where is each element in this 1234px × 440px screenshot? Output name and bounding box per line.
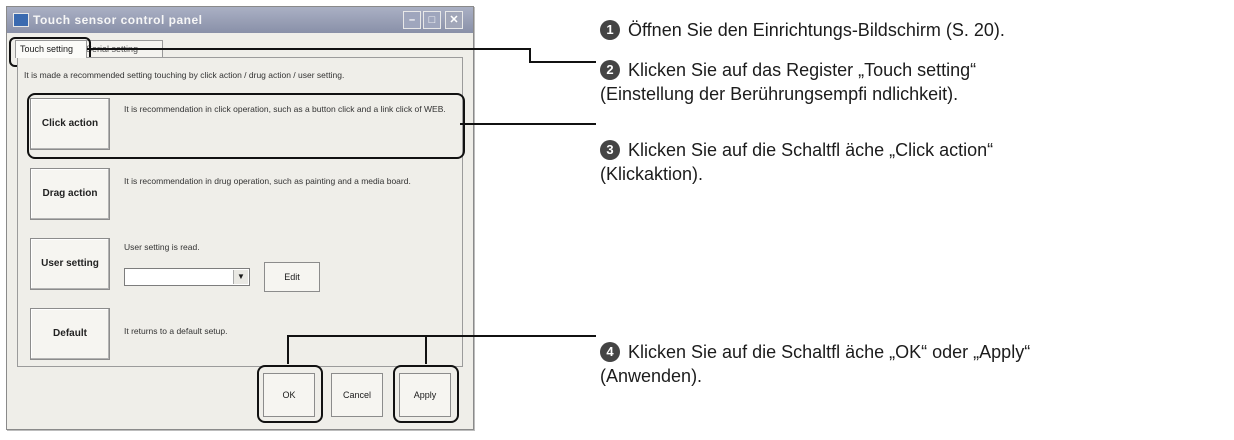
click-action-highlight-frame bbox=[27, 93, 465, 159]
drag-action-text: It is recommendation in drug operation, … bbox=[124, 176, 411, 186]
drag-action-button[interactable]: Drag action bbox=[30, 168, 110, 220]
step-text: Klicken Sie auf die Schaltfl äche „OK“ o… bbox=[628, 342, 1031, 362]
step-number: 3 bbox=[600, 140, 620, 160]
touch-sensor-window: Touch sensor control panel – □ ✕ Touch s… bbox=[6, 6, 474, 430]
step-subtext: (Anwenden). bbox=[600, 366, 703, 386]
ok-highlight-frame bbox=[257, 365, 323, 423]
apply-button[interactable]: Apply bbox=[399, 373, 451, 417]
default-text: It returns to a default setup. bbox=[124, 326, 228, 336]
user-setting-text: User setting is read. bbox=[124, 242, 200, 252]
step-text: Öffnen Sie den Einrichtungs-Bildschirm (… bbox=[628, 20, 1005, 40]
step-text: Klicken Sie auf das Register „Touch sett… bbox=[628, 60, 977, 80]
user-setting-button[interactable]: User setting bbox=[30, 238, 110, 290]
app-icon bbox=[13, 13, 29, 27]
step-number: 2 bbox=[600, 60, 620, 80]
maximize-icon[interactable]: □ bbox=[423, 11, 441, 29]
step-number: 4 bbox=[600, 342, 620, 362]
chevron-down-icon[interactable]: ▼ bbox=[233, 270, 248, 284]
ok-button[interactable]: OK bbox=[263, 373, 315, 417]
window-titlebar: Touch sensor control panel – □ ✕ bbox=[7, 7, 473, 33]
click-action-text: It is recommendation in click operation,… bbox=[124, 104, 446, 114]
step-subtext: (Einstellung der Berührungsempfi ndlichk… bbox=[600, 84, 959, 104]
apply-highlight-frame bbox=[393, 365, 459, 423]
step-number: 1 bbox=[600, 20, 620, 40]
edit-button[interactable]: Edit bbox=[264, 262, 320, 292]
user-setting-select[interactable]: ▼ bbox=[124, 268, 250, 286]
window-title: Touch sensor control panel bbox=[33, 13, 203, 27]
minimize-icon[interactable]: – bbox=[403, 11, 421, 29]
default-button[interactable]: Default bbox=[30, 308, 110, 360]
step-subtext: (Klickaktion). bbox=[600, 164, 704, 184]
tab-serial-setting[interactable]: Serial setting bbox=[81, 40, 163, 58]
cancel-button[interactable]: Cancel bbox=[331, 373, 383, 417]
close-icon[interactable]: ✕ bbox=[445, 11, 463, 29]
click-action-button[interactable]: Click action bbox=[30, 98, 110, 150]
tab-touch-setting[interactable]: Touch setting bbox=[15, 40, 87, 58]
step-text: Klicken Sie auf die Schaltfl äche „Click… bbox=[628, 140, 994, 160]
touch-setting-panel: It is made a recommended setting touchin… bbox=[17, 57, 463, 367]
panel-description: It is made a recommended setting touchin… bbox=[24, 70, 345, 80]
